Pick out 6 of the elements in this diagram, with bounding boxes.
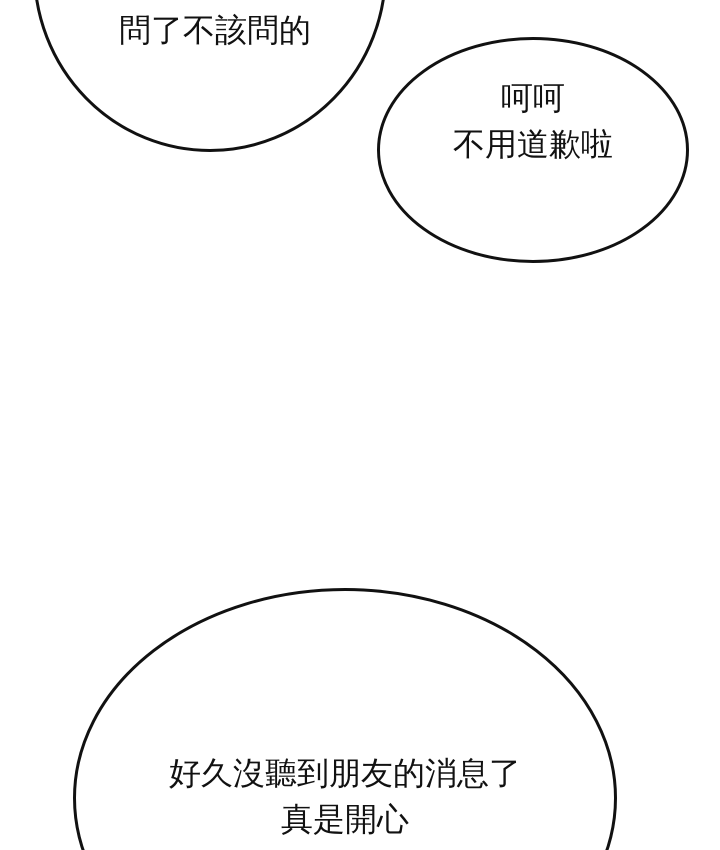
dialogue-text: 問了不該問的 [118, 10, 312, 51]
dialogue-text: 呵呵 [500, 78, 566, 119]
speech-bubble [377, 37, 689, 263]
dialogue-text: 真是開心 [280, 799, 410, 840]
dialogue-text: 好久沒聽到朋友的消息了 [168, 753, 522, 794]
dialogue-text: 不用道歉啦 [452, 124, 614, 165]
